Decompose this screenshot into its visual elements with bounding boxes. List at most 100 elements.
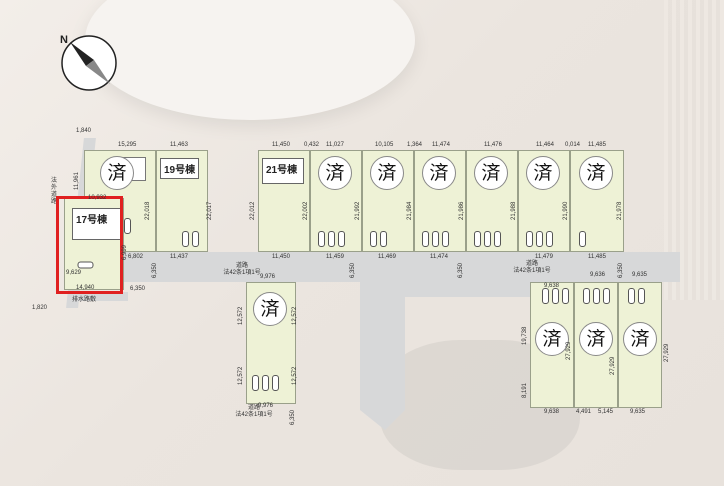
parking-space-icon xyxy=(380,231,387,247)
sold-mark: 済 xyxy=(370,156,404,190)
dimension-label: 6,350 xyxy=(618,262,624,278)
dimension-label: 11,463 xyxy=(170,142,188,148)
dimension-label: 5,145 xyxy=(598,409,614,415)
parking-space-icon xyxy=(192,231,199,247)
road-label-line: 道路 xyxy=(525,261,538,267)
dimension-label: 10,932 xyxy=(88,195,107,201)
dimension-label: 9,638 xyxy=(544,409,560,415)
bottom-road xyxy=(360,280,405,430)
dimension-label: 19,738 xyxy=(522,326,528,345)
parking-space-icon xyxy=(536,231,543,247)
dimension-label: 9,638 xyxy=(544,283,560,289)
parking-space-icon xyxy=(562,288,569,304)
dimension-label: 1,364 xyxy=(407,142,423,148)
dimension-label: 11,474 xyxy=(432,142,450,148)
parking-space-icon xyxy=(579,231,586,247)
dimension-label: 21,988 xyxy=(511,201,517,220)
road-label-line: 法42条1項1号 xyxy=(513,268,551,274)
dimension-label: 6,802 xyxy=(128,254,144,260)
dimension-label: 11,961 xyxy=(74,172,80,190)
dimension-label: 11,450 xyxy=(272,142,290,148)
dimension-label: 11,474 xyxy=(430,254,448,260)
parking-space-icon xyxy=(526,231,533,247)
parking-space-icon xyxy=(542,288,549,304)
dimension-label: 9,635 xyxy=(630,409,646,415)
dimension-label: 22,002 xyxy=(303,201,309,220)
dimension-label: 21,992 xyxy=(355,201,361,220)
dimension-label: 27,929 xyxy=(610,356,616,375)
dimension-label: 22,017 xyxy=(207,201,213,220)
road-label-line: 道路 xyxy=(247,405,260,411)
dimension-label: 11,476 xyxy=(484,142,502,148)
parking-space-icon xyxy=(262,375,269,391)
dimension-label: 6,350 xyxy=(152,262,158,278)
road-label-char: 道 xyxy=(50,192,57,198)
parking-space-icon xyxy=(603,288,610,304)
parking-space-icon xyxy=(494,231,501,247)
dimension-label: 9,629 xyxy=(66,270,82,276)
road-label-line: 法42条1項1号 xyxy=(223,270,261,276)
dimension-label: 1,840 xyxy=(76,128,92,134)
parking-space-icon xyxy=(318,231,325,247)
dimension-label: 11,450 xyxy=(272,254,290,260)
parking-space-icon xyxy=(272,375,279,391)
parking-space-icon xyxy=(442,231,449,247)
road-label-line: 道路 xyxy=(235,263,248,269)
lot-19-label: 19号棟 xyxy=(160,158,200,179)
sold-mark: 済 xyxy=(535,322,569,356)
parking-space-icon xyxy=(422,231,429,247)
side-road-label: 法 外 道 路 xyxy=(50,178,58,206)
road-label-char: 路 xyxy=(50,199,57,205)
dimension-label: 0,432 xyxy=(304,142,320,148)
lot-17-label: 17号棟 xyxy=(72,208,122,240)
sold-mark: 済 xyxy=(526,156,560,190)
dimension-label: 6,999 xyxy=(122,244,128,260)
dimension-label: 6,350 xyxy=(290,409,296,425)
lot-21-label: 21号棟 xyxy=(262,158,304,184)
sold-mark: 済 xyxy=(623,322,657,356)
dimension-label: 9,976 xyxy=(260,274,276,280)
drain-label: 排水路敷 xyxy=(72,297,97,303)
dimension-label: 12,572 xyxy=(238,366,244,385)
dimension-label: 11,485 xyxy=(588,254,606,260)
dimension-label: 11,469 xyxy=(378,254,396,260)
parking-space-icon xyxy=(638,288,645,304)
svg-text:N: N xyxy=(60,34,68,46)
background-curtain xyxy=(664,0,724,300)
dimension-label: 6,350 xyxy=(458,262,464,278)
parking-space-icon xyxy=(628,288,635,304)
sold-mark: 済 xyxy=(474,156,508,190)
dimension-label: 11,485 xyxy=(588,142,606,148)
dimension-label: 21,978 xyxy=(617,201,623,220)
dimension-label: 9,976 xyxy=(258,403,274,409)
dimension-label: 6,350 xyxy=(350,262,356,278)
parking-space-icon xyxy=(593,288,600,304)
dimension-label: 4,491 xyxy=(576,409,592,415)
parking-space-icon xyxy=(328,231,335,247)
dimension-label: 8,191 xyxy=(522,382,528,398)
dimension-label: 21,986 xyxy=(459,201,465,220)
dimension-label: 10,105 xyxy=(375,142,394,148)
sold-mark: 済 xyxy=(579,156,613,190)
dimension-label: 22,018 xyxy=(145,201,151,220)
dimension-label: 27,929 xyxy=(566,341,572,360)
dimension-label: 14,940 xyxy=(76,285,95,291)
north-compass-icon: N xyxy=(60,34,117,91)
drain-strip xyxy=(68,292,128,301)
dimension-label: 11,027 xyxy=(326,142,344,148)
dimension-label: 12,572 xyxy=(292,366,298,385)
parking-space-icon xyxy=(124,218,131,234)
dimension-label: 11,459 xyxy=(326,254,344,260)
parking-space-icon xyxy=(252,375,259,391)
lot-17-highlight xyxy=(56,196,123,294)
dimension-label: 6,350 xyxy=(130,286,146,292)
dimension-label: 27,929 xyxy=(664,343,670,362)
parking-space-icon xyxy=(474,231,481,247)
dimension-label: 12,572 xyxy=(292,306,298,325)
parking-space-icon xyxy=(370,231,377,247)
sold-mark: 済 xyxy=(318,156,352,190)
parking-space-icon xyxy=(432,231,439,247)
main-road-label: 道路 法42条1項1号 xyxy=(212,263,272,277)
sold-mark: 済 xyxy=(579,322,613,356)
dimension-label: 9,636 xyxy=(590,272,606,278)
